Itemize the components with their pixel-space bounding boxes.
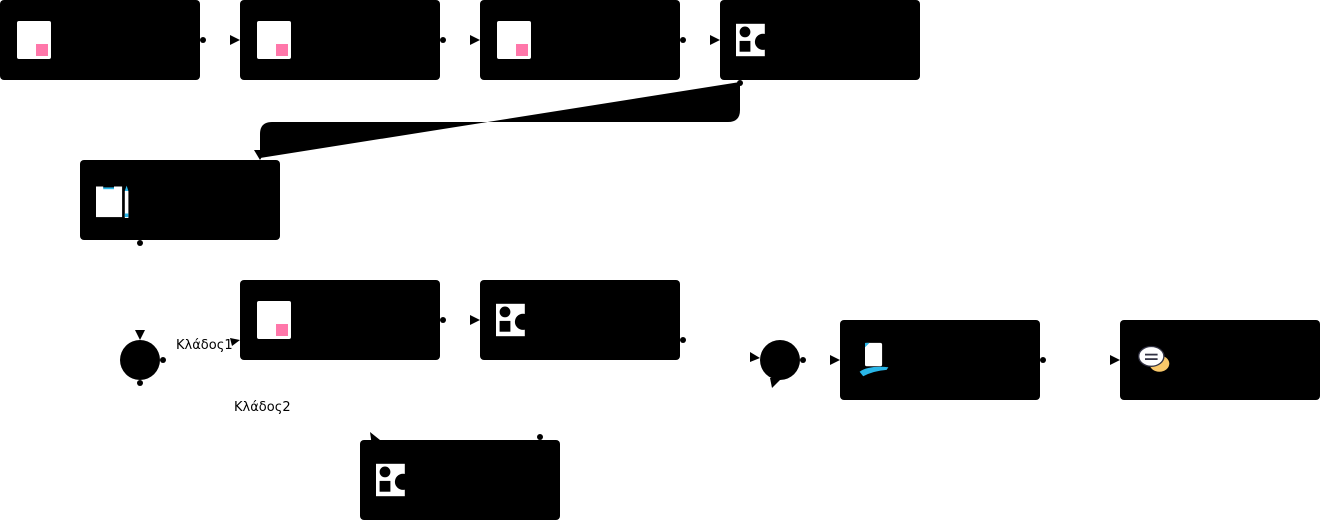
document-icon: [17, 21, 51, 59]
task-node-9[interactable]: [840, 320, 1040, 400]
connector-4-to-5: [260, 82, 740, 158]
edge-label-branch1: Κλάδος1: [176, 338, 233, 353]
arrow-head: [254, 150, 266, 160]
chat-icon: [1138, 345, 1170, 372]
gateway-split: [120, 340, 160, 380]
task-node-10[interactable]: [1120, 320, 1320, 400]
hand-document-icon: [859, 342, 889, 377]
shapes-icon: [736, 23, 772, 57]
ports: [120, 35, 1120, 446]
task-node-4[interactable]: [720, 0, 920, 80]
shapes-icon: [496, 303, 532, 337]
task-node-8[interactable]: [360, 440, 560, 520]
task-node-5[interactable]: [80, 160, 280, 240]
task-node-6[interactable]: [240, 280, 440, 360]
task-node-1[interactable]: [0, 0, 200, 80]
document-icon: [497, 21, 531, 59]
clipboard-icon: [96, 184, 129, 218]
gateway-merge: [760, 340, 800, 380]
shapes-icon: [376, 463, 412, 497]
document-icon: [257, 301, 291, 339]
task-node-2[interactable]: [240, 0, 440, 80]
document-icon: [257, 21, 291, 59]
task-node-3[interactable]: [480, 0, 680, 80]
edge-label-branch2: Κλάδος2: [234, 400, 291, 415]
task-node-7[interactable]: [480, 280, 680, 360]
